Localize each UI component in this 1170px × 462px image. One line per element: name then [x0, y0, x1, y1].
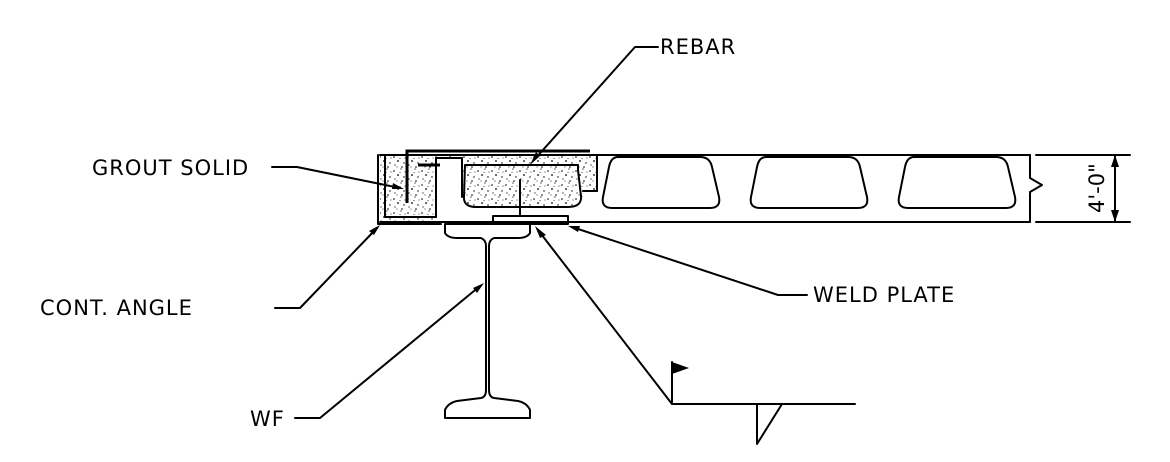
grout-fill — [380, 156, 597, 221]
wide-flange-beam — [444, 223, 531, 419]
slab-core-3 — [897, 156, 1017, 209]
weld-symbol — [535, 226, 856, 445]
grouted-core — [462, 164, 583, 208]
label-wf: WF — [250, 407, 285, 431]
label-rebar: REBAR — [660, 35, 736, 59]
hollow-core-slab — [379, 154, 1043, 223]
label-cont-angle: CONT. ANGLE — [40, 296, 193, 320]
label-weld-plate: WELD PLATE — [813, 283, 955, 307]
label-grout-solid: GROUT SOLID — [92, 156, 249, 180]
continuous-angle — [377, 154, 463, 225]
slab-core-1 — [601, 156, 721, 209]
slab-core-2 — [749, 156, 869, 209]
leader-lines — [271, 46, 808, 419]
dimension-text: 4'-0" — [1085, 163, 1109, 213]
rebar — [405, 149, 590, 203]
width-dimension: 4'-0" — [1035, 154, 1131, 223]
